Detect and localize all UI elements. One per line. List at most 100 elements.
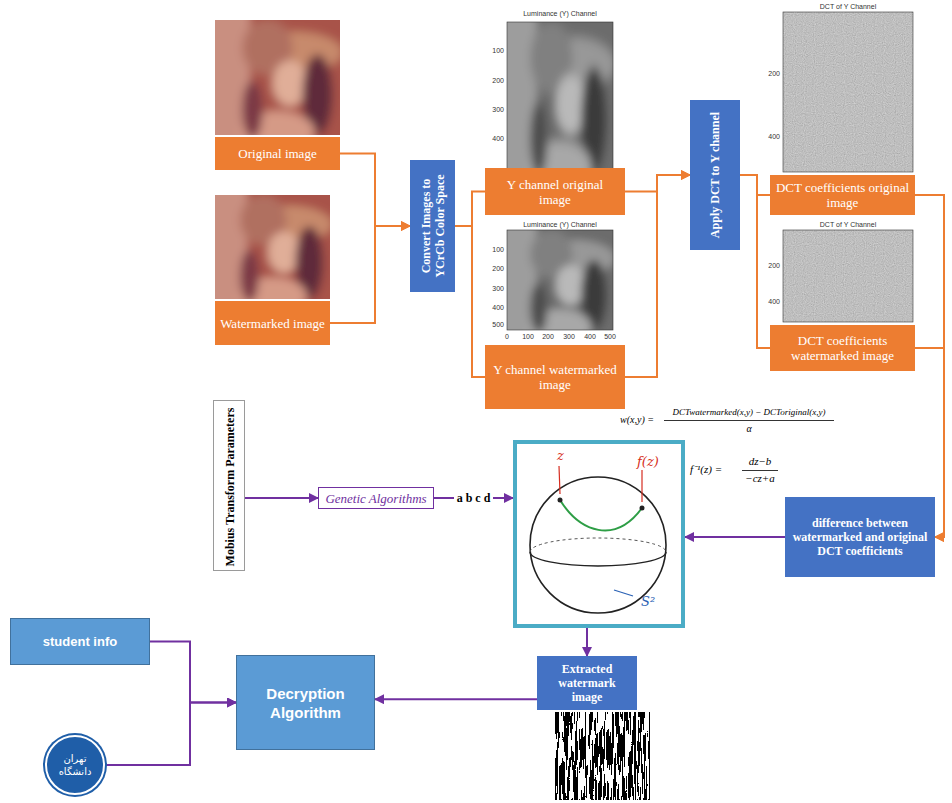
university-logo-text: دانشگاه — [59, 765, 92, 778]
formula-part-holder: α — [746, 423, 751, 435]
mobius-sphere-frame-text: z — [557, 448, 564, 464]
axis-tick: 200 — [768, 70, 780, 78]
flow-connector — [625, 175, 690, 377]
axis-tick-holder: 100 — [522, 333, 534, 341]
flow-connector — [586, 628, 588, 656]
process-box-text: Apply DCT to Y channel — [708, 105, 722, 245]
image-label-text: Watermarked image — [220, 316, 325, 331]
flow-connector — [455, 226, 485, 377]
flow-connector — [245, 497, 318, 499]
rotated-text-holder: Convert Images to YCrCb Color Space — [419, 165, 447, 287]
fraction-bar — [664, 420, 834, 421]
image-label: DCT coefficients original image — [770, 175, 915, 215]
axis-tick-holder: 200 — [492, 265, 504, 273]
riemann-sphere — [530, 466, 666, 613]
image-label: DCT coefficients watermarked image — [770, 325, 915, 371]
flow-connector — [340, 154, 410, 227]
axis-tick: 200 — [492, 77, 504, 85]
flow-connector — [455, 192, 485, 227]
formula-part-holder: f⁻¹(z) = — [690, 463, 722, 476]
luminance-plot — [496, 220, 623, 345]
formula-part: dz−b — [749, 455, 772, 468]
axis-tick: 400 — [492, 135, 504, 143]
plot-title: DCT of Y Channel — [820, 221, 876, 229]
axis-tick-holder: 500 — [492, 321, 504, 329]
image-label: Original image — [215, 137, 340, 170]
axis-tick-holder: 200 — [492, 77, 504, 85]
parameter-box: Mobius Transform Parameters — [213, 400, 245, 571]
university-logo: تهراندانشگاه — [45, 735, 105, 795]
plot-title-holder: Luminance (Y) Channel — [523, 10, 597, 18]
edge-label-holder: a b c d — [454, 491, 494, 505]
flow-connector — [915, 195, 944, 537]
axis-tick: 500 — [492, 321, 504, 329]
image-label-text: Y channel watermarked image — [490, 362, 620, 392]
image-label: Y channel watermarked image — [485, 345, 625, 409]
flow-connector — [685, 536, 785, 538]
formula-part-holder: −cz+a — [745, 472, 775, 485]
process-box: Convert Images to YCrCb Color Space — [410, 160, 455, 292]
image-label-text: DCT coefficients original image — [775, 180, 910, 210]
process-box: Apply DCT to Y channel — [690, 100, 740, 250]
image-label-text: DCT coefficients watermarked image — [775, 333, 910, 363]
mobius-sphere-frame-text: S² — [641, 594, 655, 610]
axis-tick-holder: 300 — [492, 285, 504, 293]
watermark-noise-image — [555, 712, 650, 800]
process-box-text: difference between watermarked and origi… — [791, 516, 929, 558]
image-label: Watermarked image — [215, 301, 330, 345]
formula-part-holder: DCTwatermarked(x,y) − DCToriginal(x,y) — [672, 407, 825, 417]
axis-tick: 200 — [768, 262, 780, 270]
rotated-text-holder: Mobius Transform Parameters — [223, 407, 237, 566]
flow-connector — [330, 226, 410, 323]
plot-frame — [783, 230, 913, 322]
axis-tick-holder: 400 — [584, 333, 596, 341]
formula-part: w(x,y) = — [620, 414, 654, 426]
axis-tick-holder: 200 — [768, 262, 780, 270]
dct-plot — [783, 12, 913, 172]
image-label-text: Original image — [238, 146, 316, 161]
axis-tick: 100 — [522, 333, 534, 341]
axis-tick: 0 — [505, 333, 509, 341]
flow-connector — [740, 175, 770, 195]
algorithm-box-text: Genetic Algorithms — [325, 491, 426, 506]
plot-frame — [507, 230, 613, 330]
formula-part-holder: dz−b — [749, 455, 772, 468]
flow-connector — [105, 703, 236, 766]
axis-tick-holder: 200 — [768, 70, 780, 78]
plot-title: DCT of Y Channel — [820, 3, 876, 11]
watermarked-photo — [204, 185, 342, 315]
input-box: student info — [10, 618, 150, 665]
axis-tick: 300 — [563, 333, 575, 341]
dct-plot — [783, 230, 913, 322]
plot-title: Luminance (Y) Channel — [523, 10, 597, 18]
axis-tick: 400 — [584, 333, 596, 341]
luminance-plot — [496, 7, 623, 195]
formula-part: DCTwatermarked(x,y) − DCToriginal(x,y) — [672, 407, 825, 417]
axis-tick-holder: 400 — [768, 133, 780, 141]
axis-tick: 400 — [768, 298, 780, 306]
process-box: Decryption Algorithm — [236, 655, 375, 750]
mobius-sphere-frame-text: f(z) — [637, 454, 659, 470]
plot-frame — [507, 22, 613, 172]
university-logo-text: تهران — [63, 752, 86, 765]
plot-title-holder: DCT of Y Channel — [820, 3, 876, 11]
output-box: Extracted watermark image — [537, 656, 637, 710]
axis-tick: 200 — [542, 333, 554, 341]
plot-title-holder: Luminance (Y) Channel — [523, 221, 597, 229]
axis-tick-holder: 400 — [768, 298, 780, 306]
process-box-text: Convert Images to YCrCb Color Space — [419, 165, 447, 287]
formula-part: f⁻¹(z) = — [690, 463, 722, 476]
axis-tick: 400 — [492, 304, 504, 312]
plot-frame — [783, 12, 913, 172]
axis-tick-holder: 100 — [492, 47, 504, 55]
axis-tick-holder: 500 — [604, 333, 616, 341]
rotated-text-holder: Apply DCT to Y channel — [708, 105, 722, 245]
axis-tick: 300 — [492, 285, 504, 293]
fraction-bar — [742, 470, 778, 471]
original-photo — [203, 9, 353, 153]
parameter-box-text: Mobius Transform Parameters — [223, 407, 237, 566]
image-label: Y channel original image — [485, 168, 625, 215]
axis-tick: 500 — [604, 333, 616, 341]
